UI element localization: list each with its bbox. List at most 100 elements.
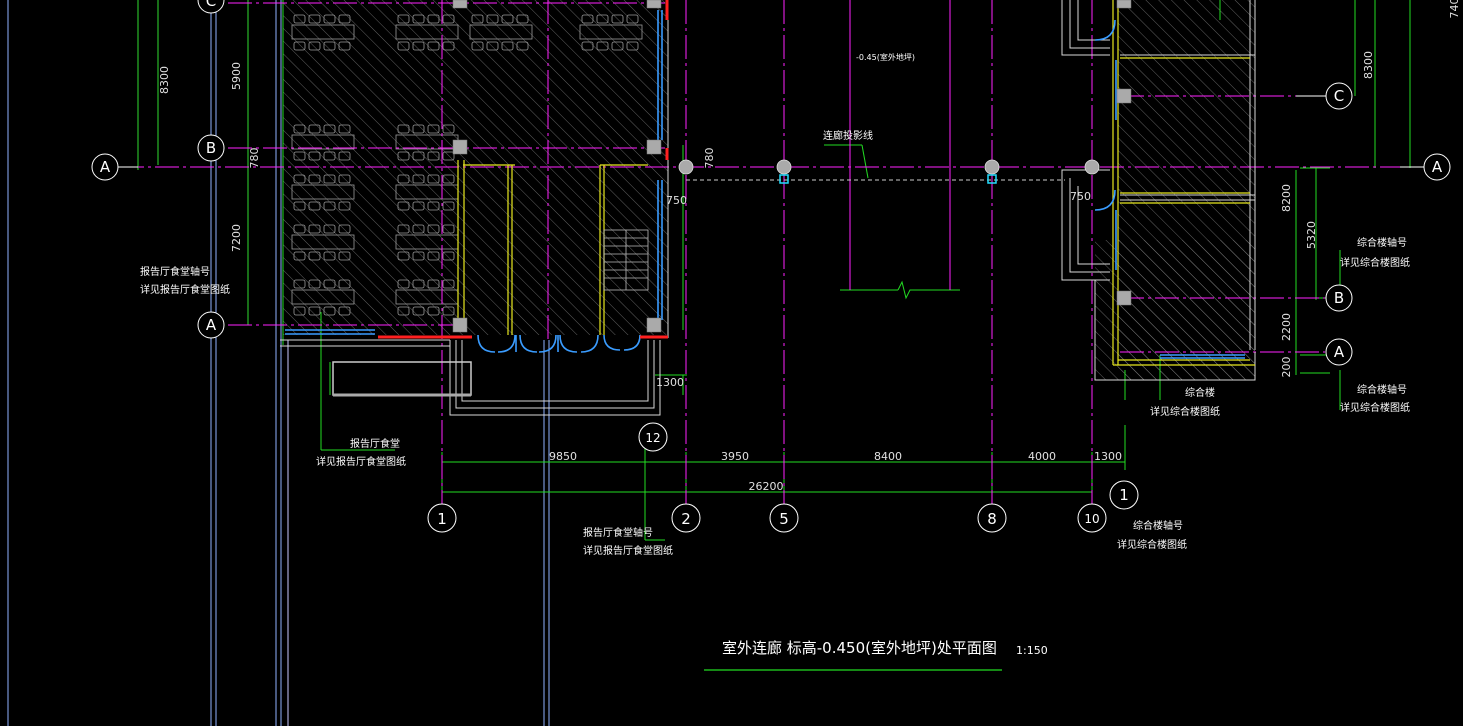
chair (338, 306, 351, 316)
chair (581, 41, 594, 51)
chair (471, 14, 484, 24)
chair (308, 224, 321, 234)
chair (323, 174, 336, 184)
chair (412, 14, 425, 24)
axis-bubble-right-a2 (1325, 338, 1353, 366)
dining-table (469, 24, 533, 40)
chair (338, 14, 351, 24)
dim-left-780: 780 (248, 148, 261, 169)
chair (427, 251, 440, 261)
chair (471, 41, 484, 51)
chair (442, 124, 455, 134)
comp-axis-note-2: 详见综合楼图纸 (1340, 256, 1410, 269)
chair (308, 279, 321, 289)
chair (293, 174, 306, 184)
axis-bubble-left-c (197, 0, 225, 14)
chair (427, 124, 440, 134)
hall-axis-bottom-note-1: 报告厅食堂轴号 (583, 526, 653, 539)
drawing-scale: 1:150 (1016, 644, 1048, 657)
chair (412, 279, 425, 289)
chair (501, 14, 514, 24)
dining-tables (291, 14, 643, 316)
chair (412, 151, 425, 161)
axis-bubbles (91, 0, 1451, 533)
dim-left-5900: 5900 (230, 62, 243, 90)
chair (427, 279, 440, 289)
dining-table (291, 134, 355, 150)
chair (323, 279, 336, 289)
dim-left-8300: 8300 (158, 66, 171, 94)
chair (427, 224, 440, 234)
dining-table (579, 24, 643, 40)
axis-label-8: 8 (987, 510, 997, 528)
dining-table (291, 234, 355, 250)
chair (427, 151, 440, 161)
axis-label-5: 5 (779, 510, 789, 528)
dim-9850: 9850 (549, 450, 577, 463)
comp-axis-c-note-1: 综合楼轴号 (1133, 519, 1183, 532)
hall-axis-note-1: 报告厅食堂轴号 (140, 265, 210, 278)
axis-label-right-b: B (1334, 289, 1344, 307)
level-note: -0.45(室外地坪) (856, 52, 915, 62)
axis-bubble-10 (1077, 503, 1107, 533)
chair (397, 151, 410, 161)
axis-label-10: 10 (1084, 512, 1099, 526)
dining-table (291, 289, 355, 305)
axis-bubble-5 (769, 503, 799, 533)
chair (442, 201, 455, 211)
dining-table (291, 24, 355, 40)
chair (293, 224, 306, 234)
chair (442, 151, 455, 161)
axis-lines (120, 0, 1420, 505)
chair (293, 151, 306, 161)
axis-label-right-c: C (1334, 87, 1344, 105)
dim-right-5320: 5320 (1305, 221, 1318, 249)
chair (397, 124, 410, 134)
chair (427, 14, 440, 24)
chair (486, 14, 499, 24)
dim-mid-1300: 1300 (656, 376, 684, 389)
chair (338, 151, 351, 161)
chair (397, 224, 410, 234)
chair (412, 201, 425, 211)
chair (293, 41, 306, 51)
axis-bubble-comp-1 (1109, 480, 1139, 510)
chair (308, 201, 321, 211)
chair (581, 14, 594, 24)
dim-mid-750: 750 (666, 194, 687, 207)
chair (442, 174, 455, 184)
chair (397, 174, 410, 184)
chair (293, 201, 306, 211)
chair (293, 251, 306, 261)
chair (397, 251, 410, 261)
chair (323, 306, 336, 316)
hall-note-1: 报告厅食堂 (350, 437, 400, 450)
chair (442, 251, 455, 261)
chair (397, 201, 410, 211)
chair (412, 251, 425, 261)
chair (338, 201, 351, 211)
chair (596, 41, 609, 51)
dim-total-26200: 26200 (749, 480, 784, 493)
dim-mid-780: 780 (703, 148, 716, 169)
axis-label-right-a: A (1432, 158, 1443, 176)
chair (397, 41, 410, 51)
chair (397, 14, 410, 24)
hatched-floor-areas (283, 0, 1255, 380)
dim-right-740: 740 (1448, 0, 1461, 19)
axis-label-left-c: C (206, 0, 216, 10)
chair (412, 174, 425, 184)
chair (427, 201, 440, 211)
chair (442, 14, 455, 24)
chair (338, 41, 351, 51)
chair (427, 174, 440, 184)
chair (596, 14, 609, 24)
axis-bubble-8 (977, 503, 1007, 533)
dim-1300: 1300 (1094, 450, 1122, 463)
hall-axis-bottom-note-2: 详见报告厅食堂图纸 (583, 544, 673, 557)
dim-right-2200: 2200 (1280, 313, 1293, 341)
dim-right-8200: 8200 (1280, 184, 1293, 212)
axis-label-left-a: A (100, 158, 111, 176)
chair (308, 306, 321, 316)
